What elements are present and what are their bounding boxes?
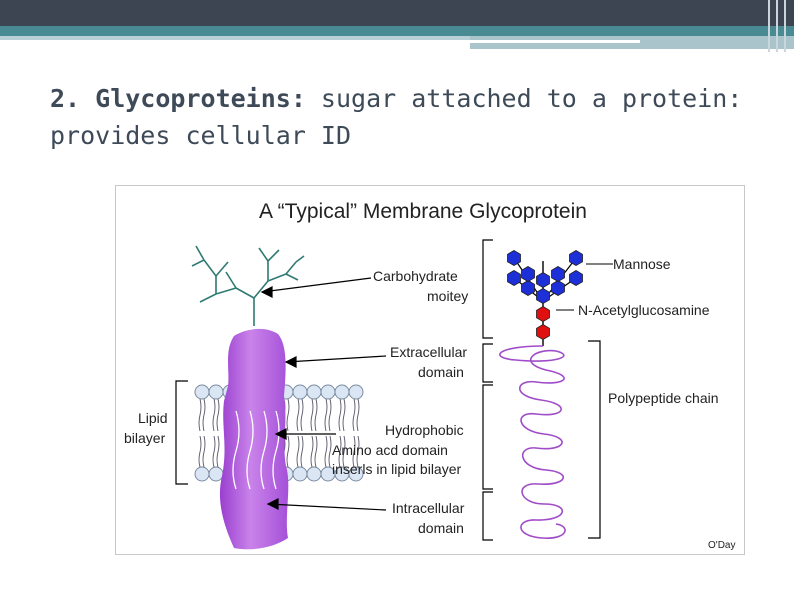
lipid-tail [328, 398, 332, 432]
glycoprotein-figure: A “Typical” Membrane Glycoprotein [115, 185, 745, 555]
lipid-tail [324, 435, 328, 468]
slide-accent-bar [0, 26, 794, 36]
mannose-hexagon [569, 270, 583, 286]
slide-stripe [0, 36, 470, 40]
lipid-tail [202, 398, 206, 432]
lipid-tail [338, 435, 342, 468]
figure-credit: O'Day [708, 540, 735, 551]
label-carbohydrate-2: moitey [427, 288, 468, 304]
brackets [175, 239, 601, 541]
slide-title: 2. Glycoproteins: sugar attached to a pr… [50, 80, 770, 154]
lipid-tail [286, 398, 290, 432]
mannose-hexagon [521, 280, 535, 296]
nacetylglucosamine-hexagon [536, 306, 550, 322]
lipid-tail [212, 398, 216, 432]
lipid-tail [216, 435, 220, 468]
lipid-tail [300, 435, 304, 468]
mannose-hexagon [521, 266, 535, 282]
lipid-head [292, 466, 308, 482]
diagram-heading: A “Typical” Membrane Glycoprotein [259, 200, 587, 223]
mannose-hexagon [551, 266, 565, 282]
slide-title-text: sugar attached to a protein: provides ce… [50, 84, 743, 150]
lipid-tail [202, 435, 206, 468]
lipid-head [194, 466, 210, 482]
lipid-tail [310, 435, 314, 468]
lipid-tail [352, 398, 356, 432]
slide-divider [784, 0, 786, 52]
slide-stripe [470, 40, 640, 43]
lipid-tail [314, 435, 318, 468]
label-hydrophobic-2: Amino acd domain [332, 442, 448, 458]
label-extracellular-2: domain [418, 364, 464, 380]
label-carbohydrate: Carbohydrate [373, 268, 458, 284]
lipid-tail [352, 435, 356, 468]
lipid-tail [296, 435, 300, 468]
lipid-tail [310, 398, 314, 432]
polypeptide-chain [499, 345, 566, 539]
lipid-head [292, 384, 308, 400]
label-hydrophobic: Hydrophobic [385, 422, 464, 438]
lipid-tail [300, 398, 304, 432]
lipid-tail [324, 398, 328, 432]
lipid-tail [198, 435, 202, 468]
lipid-tail [356, 435, 360, 468]
lipid-head [320, 384, 336, 400]
lipid-head [306, 466, 322, 482]
label-intracellular-2: domain [418, 520, 464, 536]
lipid-tail [356, 398, 360, 432]
label-mannose: Mannose [613, 256, 671, 272]
lipid-head [334, 384, 350, 400]
protein-body [219, 328, 289, 550]
label-extracellular: Extracellular [390, 344, 467, 360]
lipid-tail [328, 435, 332, 468]
mannose-hexagon [536, 288, 550, 304]
mannose-hexagon [507, 250, 521, 266]
lipid-tail [212, 435, 216, 468]
label-intracellular: Intracellular [392, 500, 465, 516]
lipid-tail [314, 398, 318, 432]
mannose-hexagon [551, 280, 565, 296]
lipid-tail [296, 398, 300, 432]
lipid-tail [338, 398, 342, 432]
glycoprotein-diagram: A “Typical” Membrane Glycoprotein [124, 200, 735, 551]
mannose-hexagon [507, 270, 521, 286]
label-bilayer: bilayer [124, 430, 166, 446]
lipid-head [208, 466, 224, 482]
mannose-hexagon [569, 250, 583, 266]
lipid-head [348, 384, 364, 400]
lipid-tail [198, 398, 202, 432]
lipid-tail [286, 435, 290, 468]
label-lipid: Lipid [138, 410, 168, 426]
slide-divider [768, 0, 770, 52]
mannose-hexagon [536, 272, 550, 288]
carbohydrate-tree [191, 245, 305, 326]
lipid-head [194, 384, 210, 400]
lipid-tail [342, 435, 346, 468]
label-nacetylglucosamine: N-Acetylglucosamine [578, 302, 710, 318]
pointer-arrows [260, 277, 387, 511]
lipid-head [306, 384, 322, 400]
lipid-head [348, 466, 364, 482]
lipid-head [208, 384, 224, 400]
slide-divider [776, 0, 778, 52]
lipid-tail [216, 398, 220, 432]
slide-title-bold: 2. Glycoproteins: [50, 84, 306, 113]
helix-lines [232, 410, 280, 490]
nacetylglucosamine-hexagon [536, 324, 550, 340]
slide-top-bar [0, 0, 794, 26]
label-hydrophobic-3: inserls in lipid bilayer [332, 461, 462, 477]
label-polypeptide-chain: Polypeptide chain [608, 390, 719, 406]
sugar-chain [507, 250, 583, 346]
lipid-tail [342, 398, 346, 432]
